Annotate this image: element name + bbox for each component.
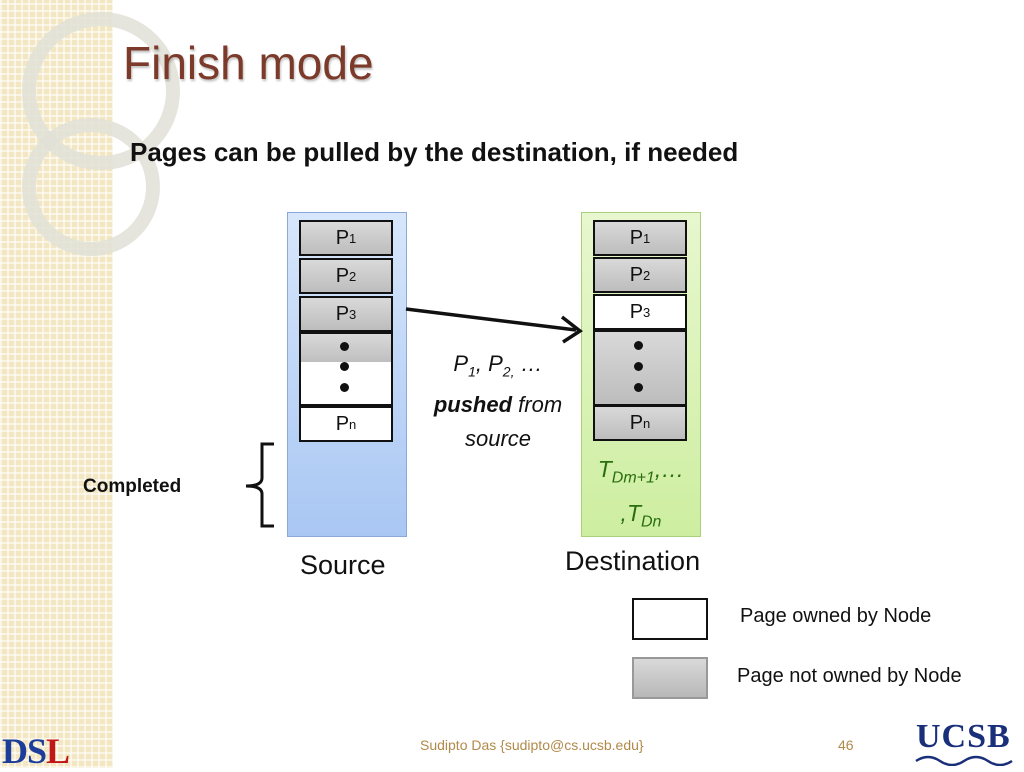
legend-not-owned-label: Page not owned by Node [737,665,962,687]
ellipsis-dot [340,342,349,351]
brace-icon [245,442,274,528]
legend-owned-swatch [632,598,708,640]
ucsb-logo: UCSB [916,718,1011,755]
ellipsis-dot [634,383,643,392]
completed-label: Completed [83,476,182,497]
legend-owned-label: Page owned by Node [740,605,932,627]
footer-author: Sudipto Das {sudipto@cs.ucsb.edu} [420,737,644,753]
slide-title: Finish mode [123,37,374,89]
ellipsis-dot [634,341,643,350]
ellipsis-dot [340,362,349,371]
ucsb-wave-icon [915,755,1013,766]
legend-not-owned-swatch [632,657,708,699]
slide-subtitle: Pages can be pulled by the destination, … [130,137,739,167]
ellipsis-dot [634,362,643,371]
page-number: 46 [838,737,854,753]
push-annotation: P1, P2, … pushed from source [433,351,563,452]
destination-transactions: TDm+1,… ,TDn [597,456,685,531]
dsl-logo: DSL [2,731,70,771]
source-label: Source [300,550,386,580]
ellipsis-dot [340,383,349,392]
push-arrow [405,307,584,344]
destination-label: Destination [565,546,701,576]
